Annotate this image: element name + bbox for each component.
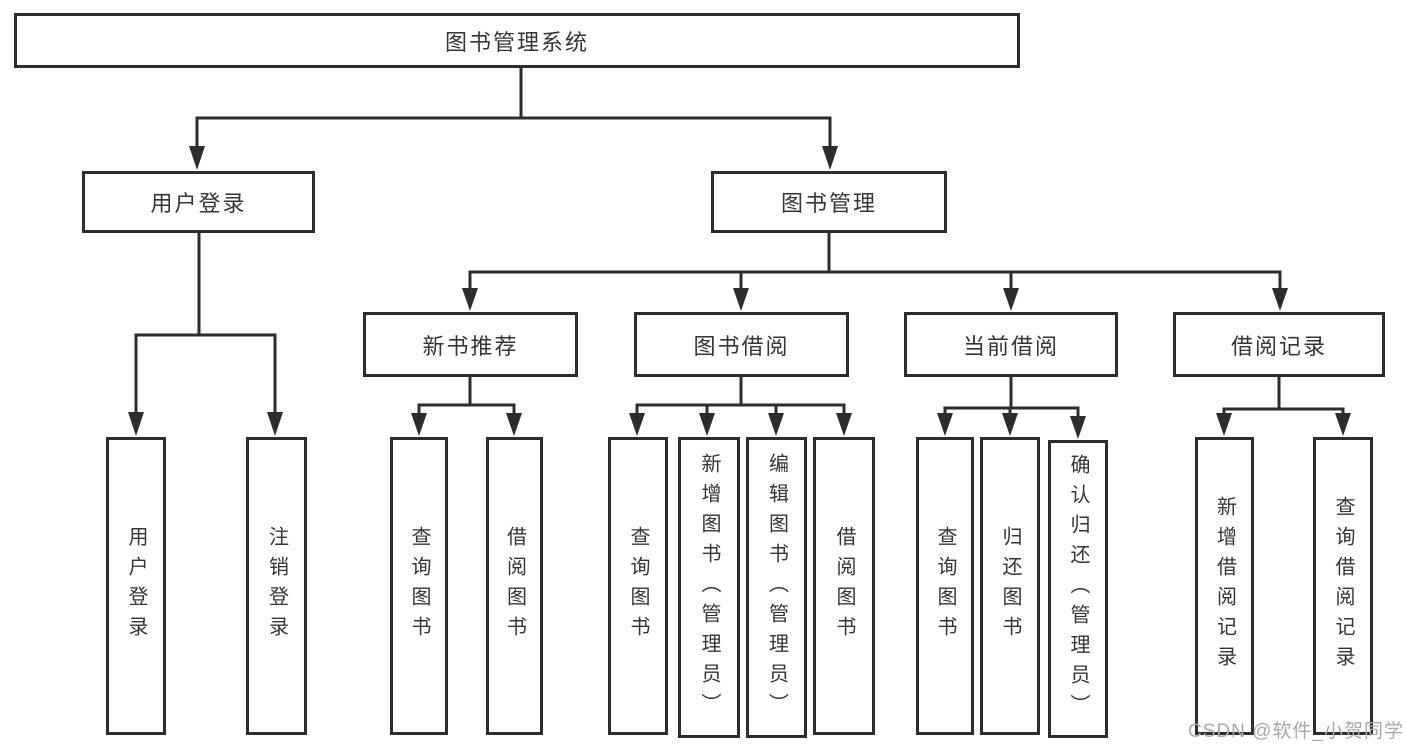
node-label: 注销登录	[265, 526, 288, 646]
node-label: 当前借阅	[962, 333, 1059, 359]
leaf-borrowing-add-books-admin: 新增图书（管理员）	[678, 437, 740, 738]
node-label: 查询图书	[627, 526, 649, 646]
node-book-borrowing: 图书借阅	[634, 312, 849, 377]
node-label: 用户登录	[125, 526, 147, 646]
leaf-current-query-books: 查询图书	[916, 437, 974, 735]
leaf-borrowing-edit-books-admin: 编辑图书（管理员）	[746, 437, 807, 738]
node-current-borrowing: 当前借阅	[904, 312, 1118, 377]
node-label: 查询图书	[934, 526, 956, 646]
node-new-book-recommendation: 新书推荐	[363, 312, 578, 377]
node-label: 图书管理	[780, 191, 877, 216]
leaf-records-add-borrow-record: 新增借阅记录	[1195, 437, 1254, 735]
node-label: 查询图书	[408, 526, 430, 646]
node-label: 新书推荐	[422, 333, 519, 359]
leaf-borrowing-query-books: 查询图书	[608, 437, 668, 735]
node-label: 图书管理系统	[444, 29, 589, 55]
leaf-borrowing-borrow-books: 借阅图书	[813, 437, 875, 735]
node-label: 用户登录	[150, 191, 247, 216]
node-label: 查询借阅记录	[1332, 496, 1354, 676]
leaf-logout: 注销登录	[246, 437, 307, 735]
node-label: 借阅图书	[833, 526, 855, 646]
node-label: 借阅图书	[503, 526, 526, 646]
node-label: 归还图书	[999, 526, 1021, 646]
leaf-recommend-query-books: 查询图书	[390, 437, 448, 735]
node-label: 新增图书（管理员）	[698, 452, 720, 723]
node-label: 确认归还（管理员）	[1067, 454, 1089, 724]
leaf-current-return-books: 归还图书	[980, 437, 1040, 735]
node-book-management: 图书管理	[711, 171, 947, 233]
leaf-records-query-borrow-record: 查询借阅记录	[1313, 437, 1373, 735]
node-label: 借阅记录	[1230, 333, 1327, 359]
leaf-current-confirm-return-admin: 确认归还（管理员）	[1048, 440, 1108, 738]
node-label: 图书借阅	[693, 333, 790, 359]
node-borrowing-records: 借阅记录	[1173, 312, 1385, 377]
node-library-management-system: 图书管理系统	[14, 13, 1020, 68]
node-label: 新增借阅记录	[1213, 496, 1236, 676]
leaf-user-login: 用户登录	[106, 437, 166, 735]
node-user-login: 用户登录	[82, 171, 315, 233]
leaf-recommend-borrow-books: 借阅图书	[486, 437, 543, 735]
csdn-watermark: CSDN @软件_小贺同学	[1188, 721, 1404, 742]
node-label: 编辑图书（管理员）	[765, 452, 788, 723]
